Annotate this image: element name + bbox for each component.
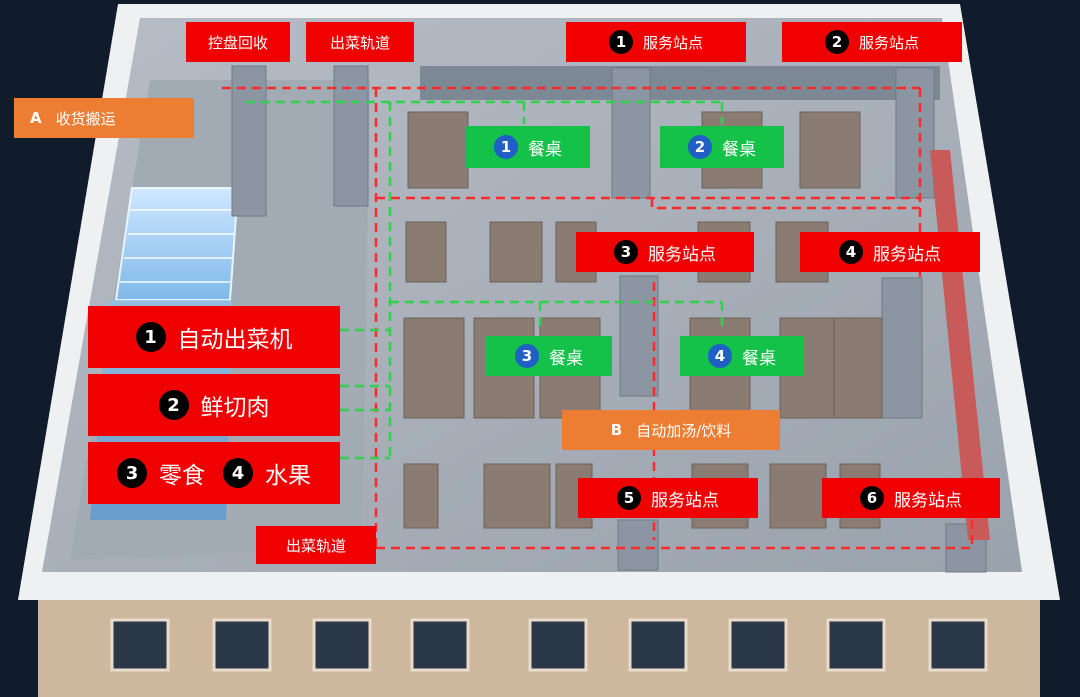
number-badge: 2 [824,30,849,54]
service-station-3: 3 服务站点 [576,232,754,272]
plate-return-label: 控盘回收 [186,22,290,62]
track-bottom-label: 出菜轨道 [256,526,376,564]
plate-return-text: 控盘回收 [207,33,268,52]
service-station-5: 5 服务站点 [578,478,758,518]
fresh-meat-label: 2 鲜切肉 [88,374,340,436]
snacks-fruit-label: 3 零食 4 水果 [88,442,340,504]
snacks-text: 零食 [159,463,205,489]
receiving-letter: A [30,109,42,127]
number-badge: 3 [515,344,539,368]
auto-soup-text: 自动加汤/饮料 [636,421,732,440]
service-station-text: 服务站点 [873,244,941,265]
route-green [246,100,724,460]
number-badge: 1 [135,322,166,352]
dining-table-text: 餐桌 [549,348,583,369]
auto-soup-letter: B [610,421,623,439]
number-badge: 1 [494,135,518,159]
track-top-text: 出菜轨道 [329,33,390,52]
track-bottom-text: 出菜轨道 [285,536,346,555]
service-station-6: 6 服务站点 [822,478,1000,518]
dining-table-3: 3 餐桌 [486,336,612,376]
auto-dispenser-text: 自动出菜机 [177,327,293,353]
dining-table-text: 餐桌 [722,139,756,160]
number-badge: 2 [158,390,189,420]
number-badge: 1 [608,30,633,54]
service-station-2: 2 服务站点 [782,22,962,62]
service-station-text: 服务站点 [648,244,716,265]
number-badge: 3 [614,240,638,264]
columns [231,65,987,573]
number-badge: 4 [708,344,732,368]
service-station-text: 服务站点 [858,33,919,52]
number-badge: 4 [223,458,253,488]
service-station-text: 服务站点 [894,490,962,511]
service-station-text: 服务站点 [651,490,719,511]
number-badge: 4 [839,240,863,264]
service-station-4: 4 服务站点 [800,232,980,272]
top-panel [420,66,940,100]
fridge [114,187,240,301]
auto-soup-label: B 自动加汤/饮料 [562,410,780,450]
service-station-1: 1 服务站点 [566,22,746,62]
number-badge: 3 [117,458,147,488]
track-top-label: 出菜轨道 [306,22,414,62]
number-badge: 6 [860,486,884,510]
receiving-label: A 收货搬运 [14,98,194,138]
dining-table-2: 2 餐桌 [660,126,784,168]
facade-windows [110,618,988,672]
number-badge: 5 [617,486,641,510]
number-badge: 2 [688,135,712,159]
fruit-text: 水果 [265,463,311,489]
dining-table-4: 4 餐桌 [680,336,804,376]
service-station-text: 服务站点 [642,33,703,52]
dining-table-text: 餐桌 [528,139,562,160]
fridge-shelves [120,209,236,283]
dining-table-1: 1 餐桌 [466,126,590,168]
receiving-text: 收货搬运 [55,109,116,128]
fresh-meat-text: 鲜切肉 [200,395,270,421]
dining-table-text: 餐桌 [742,348,776,369]
auto-dispenser-label: 1 自动出菜机 [88,306,340,368]
